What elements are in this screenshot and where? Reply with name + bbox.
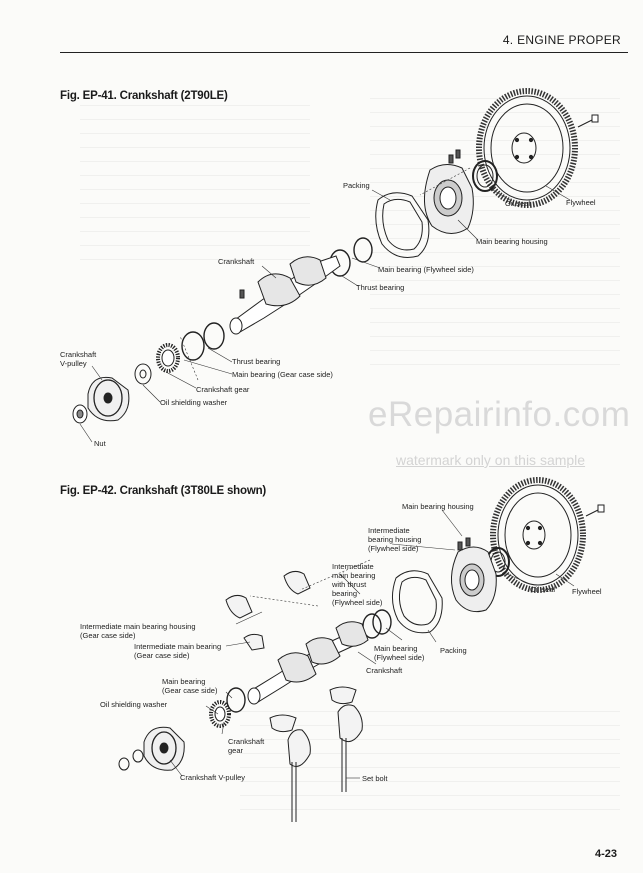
bleed-through-text-right (370, 95, 620, 365)
fig1-packing (375, 192, 430, 258)
fig1-oil-seal (472, 160, 498, 192)
fig2-label-crankshaft-vpulley: Crankshaft V-pulley (180, 773, 246, 782)
fig1-label-thrust-bearing-top: Thrust bearing (356, 283, 405, 292)
fig2-label-main-bearing-housing: Main bearing housing (402, 502, 474, 511)
header-rule (60, 52, 628, 53)
bleed-through-text-left (80, 100, 310, 260)
fig1-label-oil-shielding-washer: Oil shielding washer (160, 398, 228, 407)
fig1-flywheel (476, 88, 599, 208)
fig2-label-main-bearing-gear: Main bearing (Gear case side) (162, 677, 218, 695)
fig1-main-bearing-housing (424, 149, 474, 234)
fig2-label-intermediate-main-bearing-thrust: Intermediate main bearing with thrust be… (332, 562, 383, 607)
fig2-packing (392, 570, 443, 634)
page-number: 4-23 (594, 848, 617, 860)
watermark-sub: watermark only on this sample (396, 452, 586, 468)
fig1-label-main-bearing-flywheel: Main bearing (Flywheel side) (378, 265, 474, 274)
fig2-label-packing: Packing (440, 646, 467, 655)
watermark-main: eRepairinfo.com (368, 395, 631, 434)
fig1-crankshaft (229, 255, 341, 335)
fig1-label-flywheel: Flywheel (566, 198, 596, 207)
fig1-label-main-bearing-gear: Main bearing (Gear case side) (232, 370, 333, 379)
fig1-label-crankshaft-gear: Crankshaft gear (196, 385, 250, 394)
fig2-label-oil-shielding-washer: Oil shielding washer (100, 700, 168, 709)
fig2-crankshaft (247, 621, 369, 705)
fig2-label-intermediate-main-bearing-housing-gear: Intermediate main bearing housing (Gear … (80, 622, 196, 640)
section-title: 4. ENGINE PROPER (502, 33, 621, 47)
fig1-leader-lines (79, 167, 571, 443)
fig1-label-crankshaft: Crankshaft (218, 257, 255, 266)
fig2-label-intermediate-bearing-housing: Intermediate bearing housing (Flywheel s… (368, 526, 422, 553)
fig1-label-main-bearing-housing: Main bearing housing (476, 237, 548, 246)
fig2-intermediate-housings (225, 570, 357, 733)
fig2-bearing-rings (362, 609, 392, 639)
fig2-label-crankshaft: Crankshaft (366, 666, 403, 675)
fig2-flywheel (490, 477, 605, 593)
figure2-title: Fig. EP-42. Crankshaft (3T80LE shown) (60, 485, 267, 497)
fig1-gear-side-parts (72, 322, 225, 424)
fig2-label-oil-seal: Oil seal (530, 585, 556, 594)
fig2-gear-side-parts (118, 687, 246, 771)
fig2-label-intermediate-main-bearing-gear: Intermediate main bearing (Gear case sid… (134, 642, 222, 660)
fig2-leader-lines (169, 509, 575, 779)
fig1-label-crankshaft-vpulley: Crankshaft V-pulley (60, 350, 97, 368)
fig2-label-main-bearing-flywheel: Main bearing (Flywheel side) (374, 644, 425, 662)
figure1-title: Fig. EP-41. Crankshaft (2T90LE) (60, 90, 228, 102)
fig2-label-set-bolt: Set bolt (362, 774, 388, 783)
fig2-label-crankshaft-gear: Crankshaft gear (228, 737, 265, 755)
fig1-label-oil-seal: Oil seal (505, 199, 531, 208)
fig2-main-bearing-housing (451, 537, 497, 613)
fig1-label-nut: Nut (94, 439, 106, 448)
fig1-label-thrust-bearing: Thrust bearing (232, 357, 281, 366)
fig2-label-flywheel: Flywheel (572, 587, 602, 596)
fig2-lower-caps (287, 704, 363, 822)
fig1-label-packing: Packing (343, 181, 370, 190)
